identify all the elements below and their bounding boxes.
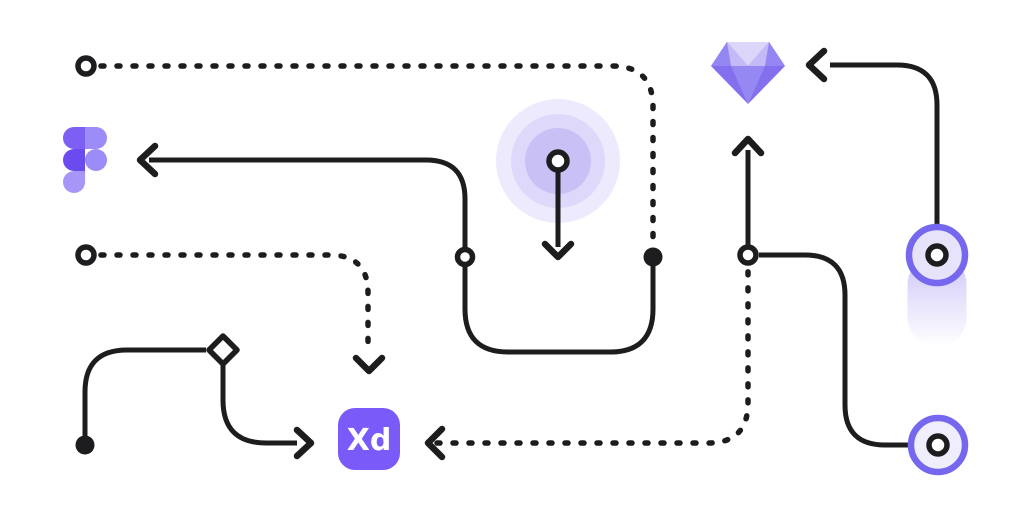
figma-mid-left-shape	[63, 149, 85, 171]
figma-mid-right-shape	[85, 149, 107, 171]
xd-label-text: Xd	[347, 423, 392, 458]
figma-logo	[63, 127, 107, 193]
arrowhead-left-to-sketch	[805, 47, 828, 83]
arrowhead-right-to-xd	[293, 426, 315, 460]
ring-node-bottom-right	[907, 414, 969, 476]
right-down-connector	[759, 252, 927, 448]
figma-u-connector	[149, 157, 656, 355]
sketch-gem-pavilion	[731, 66, 765, 104]
node-top-left-open	[75, 55, 97, 77]
arrowhead-down-from-ripple	[541, 240, 575, 261]
node-u-path-filled	[643, 247, 663, 267]
node-u-path-open	[454, 246, 476, 268]
sketch-diamond-logo	[711, 42, 785, 104]
sketch-return-connector	[830, 62, 940, 243]
node-mid-left-open	[75, 244, 97, 266]
pen-path-start-dot	[75, 435, 95, 455]
sketch-gem-crown-left	[711, 42, 731, 66]
arrowhead-left-to-figma	[136, 142, 159, 178]
arrowhead-down-dotted	[352, 354, 386, 375]
sketch-gem-crown-right	[765, 42, 785, 66]
diamond-anchor-point	[206, 333, 240, 367]
xd-dashed-connector	[434, 263, 751, 446]
left-dotted-connector	[98, 252, 371, 353]
adobe-xd-logo: Xd	[338, 408, 400, 470]
pen-path-segment-2	[220, 364, 297, 446]
ring-node-right	[905, 223, 969, 287]
figma-bottom-shape	[63, 171, 85, 193]
sketch-gem-table	[727, 42, 769, 66]
ripple-center-node	[546, 149, 570, 173]
arrowhead-left-to-xd	[424, 425, 446, 461]
xd-badge	[338, 408, 400, 470]
ring-node-right-center	[925, 243, 949, 267]
figma-top-left-shape	[63, 127, 85, 149]
top-dotted-connector	[98, 63, 656, 249]
arrowhead-up-to-sketch	[731, 135, 765, 157]
ring-node-bottom-right-center	[926, 433, 950, 457]
node-junction-open	[737, 244, 759, 266]
pen-path-segment-1	[82, 347, 206, 436]
figma-top-right-shape	[85, 127, 107, 149]
